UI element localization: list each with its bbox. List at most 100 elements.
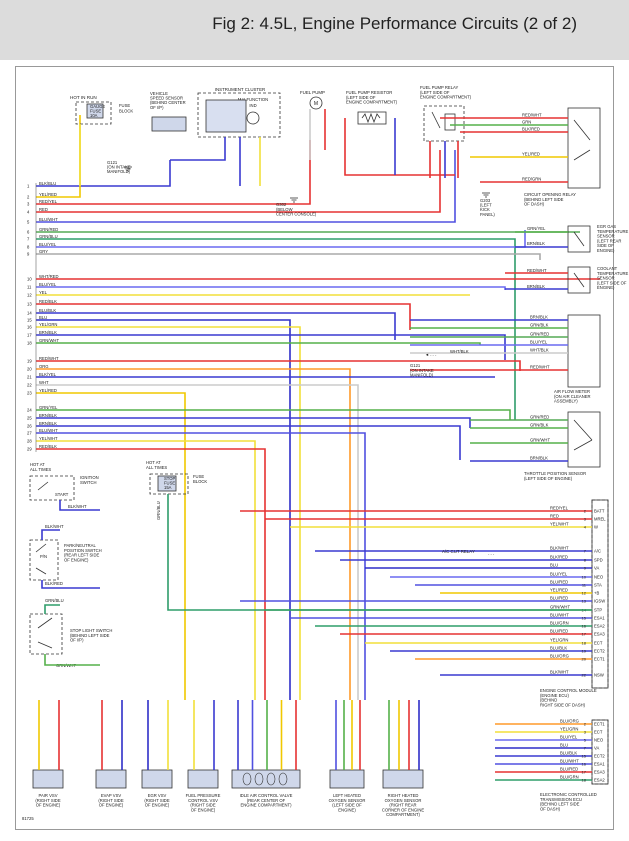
ecm-pin-terminal: ESA3 [594,632,605,637]
start-label: START [55,492,69,497]
diagram-frame [15,66,614,830]
ecm-pin-number: 4 [584,525,587,530]
cor-wire-label: GRN [522,120,531,125]
wire-color-label: YEL/WHT [39,436,58,441]
fuel-pump-relay-label: ENGINE COMPARTMENT) [420,95,472,100]
fuel-pump-relay-label: FUEL PUMP RELAY [420,85,459,90]
bottom-component-label: OXYGEN SENSOR [385,798,422,803]
wire-color-label: BLK/BLU [39,181,56,186]
bottom-component-label: (RIGHT SIDE [35,798,60,803]
pn-contact [35,543,47,575]
wire-color-label: ORG [39,364,49,369]
circuit-opening-relay-box [567,107,601,189]
wire-color-label: GRY [39,249,48,254]
ectm-pin-number: 3 [584,730,587,735]
wire-number-label: 21 [27,375,32,380]
fuel-pump-label: FUEL PUMP [300,90,325,95]
wire-number-label: 6 [27,230,30,235]
bottom-component-label: (LEFT SIDE OF [332,803,362,808]
tps-icon [573,419,593,451]
egr-temp-sensor-label: ENGINE) [597,248,615,253]
wire-number-label: 14 [27,311,32,316]
wire-number-label: 17 [27,333,32,338]
ectm-pin-terminal: ESA2 [594,778,605,783]
ecm-pin-terminal: A/C [594,549,601,554]
vss-label: VEHICLE [150,91,168,96]
ectm-pin-wire-label: BLU/ORG [560,719,579,724]
wire-color-label: YEL/RED [39,192,57,197]
ecm-pin-wire-label: BLU/ORG [550,654,569,659]
ac-cut-relay-label: A/C CUT RELAY [442,549,475,554]
wire-number-label: 23 [27,391,32,396]
afm-wire-label: RED/WHT [530,365,550,370]
pn-bottom-label: BLK/RED [45,581,63,586]
fuel-pump-motor-icon: M [314,101,318,107]
ecm-pin-number: 3 [584,517,587,522]
wire-cluster-2 [170,137,226,161]
egr-temp-sensor-label: SENSOR [597,234,615,239]
wire-number-label: 20 [27,367,32,372]
ecm-pin-number: 16 [582,624,587,629]
stop-light-switch-box [29,613,63,655]
ectm-pin-number: 18 [582,778,587,783]
egr-wire-label: BRN/BLK [527,241,545,246]
wire-color-label: BLU [39,315,47,320]
wire-color-label: BLU/YEL [39,282,57,287]
stop-light-switch-label: (BEHIND LEFT SIDE [70,633,110,638]
stop-fuse-label: STOP [164,476,176,481]
ecm-label: ENGINE CONTROL MODULE [540,688,597,693]
wire-number-label: 22 [27,383,32,388]
page-title: Fig 2: 4.5L, Engine Performance Circuits… [212,14,577,33]
ecm-pin-wire-label: BLU/RED [550,580,568,585]
stop-fuse-label: FUSE [164,481,175,486]
fuel-pump-relay-box [423,105,465,142]
wire-14 [36,312,396,340]
wire-number-label: 3 [27,202,30,207]
ectm-pin-wire-label: BLU/YEL [560,735,578,740]
ecm-pin-number: 10 [582,575,587,580]
ecm-pin-terminal: +B [594,591,599,596]
wire-color-label: BLK/YEL [39,372,57,377]
coolant-sensor-label: SENSOR [597,276,615,281]
wire-number-label: 25 [27,416,32,421]
fuel-pump-resistor-label: ENGINE COMPARTMENT) [346,100,398,105]
wire-color-label: WHT/RED [39,274,59,279]
bottom-component-label: ENGINE COMPARTMENT) [240,803,292,808]
ectm-pin-terminal: ECT2 [594,754,605,759]
tps-label: (LEFT SIDE OF ENGINE) [524,476,573,481]
stop-light-contact [37,617,53,649]
ecm-pin-number: 7 [584,549,587,554]
wire-color-label: GRN/RED [39,227,58,232]
ectm-pin-wire-label: BLU/GRN [560,775,579,780]
wire-color-label: YEL/GRN [39,322,57,327]
stop-light-switch-label: STOP LIGHT SWITCH [70,628,112,633]
header-bar: Fig 2: 4.5L, Engine Performance Circuits… [0,0,629,60]
coolant-sensor-box [567,266,591,294]
wire-number-label: 24 [27,408,32,413]
ecm-pin-number: 12 [582,591,587,596]
bottom-component-label: (RIGHT REAR [389,803,416,808]
fuse-block-2-label: FUSE [193,474,204,479]
wire-resistor [344,118,455,176]
ecm-pin-wire-label: RED/YEL [550,506,569,511]
bottom-component-body [141,769,173,789]
ignition-switch-label: SWITCH [80,480,97,485]
bottom-component-label: OF ENGINE) [191,807,216,812]
egr-temp-sensor-label: (LEFT REAR [597,238,621,243]
bottom-component-label: IDLE AIR CONTROL VALVE [240,793,293,798]
ecm-pin-terminal: ECT2 [594,649,605,654]
cor-wire-label: RED/WHT [522,113,542,118]
wire-4 [36,150,441,213]
ecm-pin-wire-label: BLU [550,563,558,568]
ecm-pin-wire-label: BLU/GRN [550,621,569,626]
wire-number-label: 4 [27,210,30,215]
egr-temp-sensor-label: SIDE OF [597,243,614,248]
ecm-label: RIGHT SIDE OF DASH) [540,702,586,707]
wire-color-label: RED [39,207,48,212]
ecm-pin-terminal: VA [594,566,599,571]
bottom-component-body [231,769,301,789]
bottom-component-label: OF ENGINE) [36,803,61,808]
wire-color-label: RED/YEL [39,199,58,204]
hot-at-all-times-label: ALL TIMES [30,467,51,472]
wire-pn-bot [41,580,100,589]
